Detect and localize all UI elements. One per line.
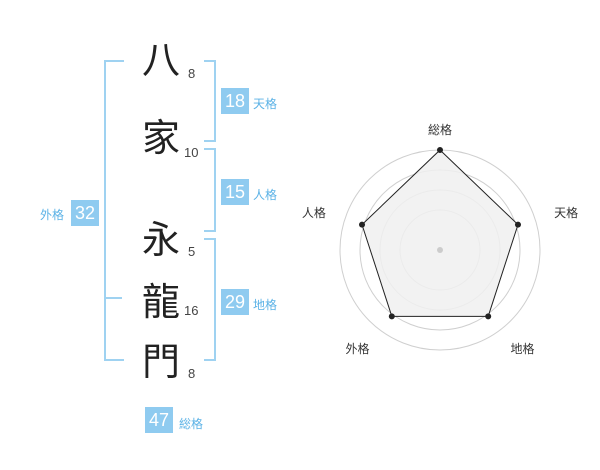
stroke-count-1: 8 [188,66,196,81]
radar-point-soukaku [437,147,443,153]
gaikaku-label: 外格 [40,208,65,222]
name-char-1: 八 [141,38,180,82]
radar-point-tenkaku [514,221,521,228]
name-char-3: 永 [141,218,180,262]
radar-center-dot [437,247,443,253]
gaikaku-divider [104,297,122,299]
tenkaku-badge: 18 [221,88,250,114]
tenkaku-bracket [204,60,216,142]
radar-label-jinkaku: 人格 [302,205,326,220]
chikaku-label: 地格 [253,298,278,312]
name-char-2: 家 [141,116,180,160]
gaikaku-badge: 32 [71,200,100,226]
radar-label-soukaku: 総格 [428,122,452,137]
tenkaku-label: 天格 [253,97,278,111]
soukaku-label: 総格 [179,417,204,431]
stroke-count-5: 8 [188,366,196,381]
fortune-radar-chart: 総格 天格 地格 外格 人格 [302,122,578,356]
jinkaku-bracket [204,148,216,232]
chikaku-badge: 29 [221,289,250,315]
radar-points [359,147,521,320]
soukaku-badge: 47 [145,407,174,433]
stroke-count-4: 16 [184,303,199,318]
name-char-4: 龍 [141,280,180,324]
stroke-count-3: 5 [188,244,196,259]
jinkaku-badge: 15 [221,179,250,205]
radar-point-jinkaku [359,221,366,228]
radar-label-tenkaku: 天格 [554,205,578,220]
radar-label-gaikaku: 外格 [345,341,369,356]
radar-point-chikaku [485,313,492,320]
radar-point-gaikaku [388,313,395,320]
radar-shape [361,149,519,317]
radar-label-chikaku: 地格 [511,341,535,356]
jinkaku-label: 人格 [253,188,278,202]
chikaku-bracket [204,238,216,361]
stroke-count-2: 10 [184,145,199,160]
gaikaku-bracket [104,60,124,361]
name-char-5: 門 [141,340,180,384]
